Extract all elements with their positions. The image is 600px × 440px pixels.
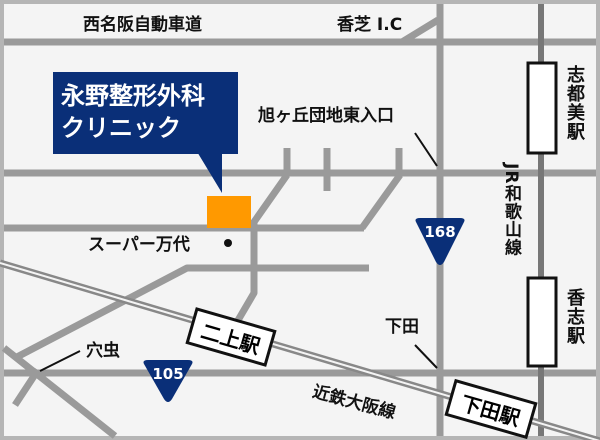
route-168-number: 168 [424, 223, 456, 241]
diagonal-road-1 [251, 172, 290, 225]
jr-line-label: JR和歌山線 [501, 163, 521, 257]
diagonal-road-2 [359, 172, 403, 231]
leader-anamushi [39, 350, 81, 372]
clinic-name-line2: クリニック [61, 114, 181, 142]
callout-tail [196, 150, 222, 193]
supermarket-dot [224, 239, 232, 247]
leader-asahigaoka [414, 132, 438, 167]
road-down [233, 220, 258, 324]
station-box-kashiba [526, 276, 558, 368]
ic-ramp [400, 17, 440, 45]
route-168-shield-icon [415, 218, 465, 265]
station-box-shitomi [526, 61, 558, 155]
clinic-callout: 永野整形外科 クリニック [53, 72, 238, 154]
shitomi-station-label: 志都美駅 [564, 65, 585, 141]
road-anamushi-2 [1, 345, 118, 439]
leader-shimoda [414, 344, 438, 369]
kashiba-station-label: 香志駅 [564, 288, 585, 345]
interchange-label: 香芝 I.C [337, 15, 403, 35]
supermarket-label: スーパー万代 [88, 235, 190, 255]
clinic-marker [207, 196, 251, 228]
asahigaoka-label: 旭ヶ丘団地東入口 [258, 106, 394, 126]
route-105-shield-icon [143, 360, 193, 402]
shimoda-label: 下田 [385, 317, 419, 337]
clinic-name-line1: 永野整形外科 [61, 82, 205, 110]
road-anamushi [13, 264, 369, 362]
route-105-number: 105 [152, 365, 184, 383]
expressway-label: 西名阪自動車道 [83, 15, 202, 35]
anamushi-label: 穴虫 [86, 341, 120, 361]
